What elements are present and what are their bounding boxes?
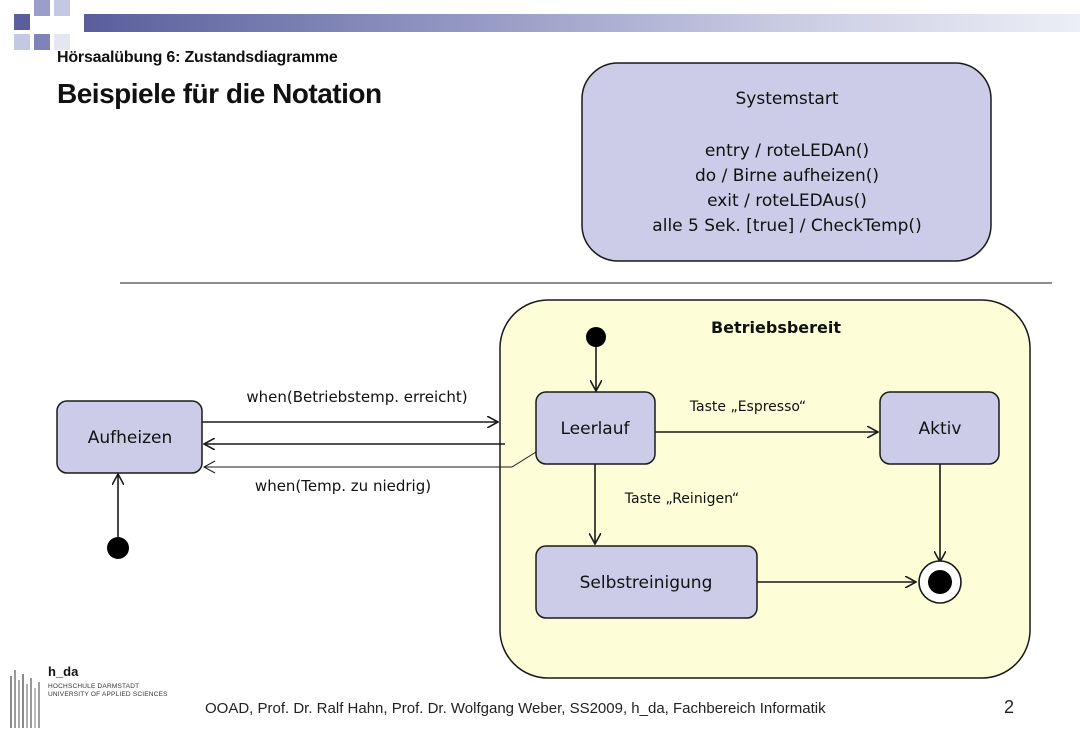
initial-node-outer [107,537,129,559]
transition-label-temp-niedrig: when(Temp. zu niedrig) [255,477,431,495]
state-aufheizen [56,400,203,474]
initial-node-inner [586,327,606,347]
university-logo: h_da HOCHSCHULE DARMSTADT UNIVERSITY OF … [48,664,168,699]
page-number: 2 [1004,697,1015,717]
state-systemstart-activity: alle 5 Sek. [true] / CheckTemp() [652,216,921,236]
slide-title: Beispiele für die Notation [57,78,382,109]
state-systemstart-name: Systemstart [736,89,839,109]
composite-state-name: Betriebsbereit [711,318,841,337]
header-square [54,0,70,16]
logo-line2: UNIVERSITY OF APPLIED SCIENCES [48,691,168,698]
header-square [54,34,70,50]
transition-leerlauf-aufheizen-line [204,451,537,468]
final-node-core [928,570,952,594]
state-aufheizen-label: Aufheizen [88,428,173,448]
transition-label-reinigen: Taste „Reinigen“ [624,491,739,507]
logo-stripes [10,670,40,728]
slide-subtitle: Hörsaalübung 6: Zustandsdiagramme [57,49,338,66]
header-square [14,34,30,50]
state-aktiv-label: Aktiv [919,419,962,439]
transition-label-betriebstemp: when(Betriebstemp. erreicht) [246,388,467,406]
footer-text: OOAD, Prof. Dr. Ralf Hahn, Prof. Dr. Wol… [205,700,826,717]
composite-state-betriebsbereit [499,299,1031,679]
state-systemstart [581,62,992,262]
state-systemstart-activity: entry / roteLEDAn() [705,141,869,161]
state-leerlauf-label: Leerlauf [561,419,631,439]
header-square [14,14,30,30]
transition-label-espresso: Taste „Espresso“ [689,399,806,415]
state-systemstart-activity: exit / roteLEDAus() [707,191,867,211]
logo-line1: HOCHSCHULE DARMSTADT [48,683,140,690]
header-gradient-bar [84,14,1080,32]
logo-mark: h_da [48,664,79,679]
header-square [34,34,50,50]
transition-leerlauf-aufheizen-arrowhead [202,460,216,474]
state-systemstart-activity: do / Birne aufheizen() [695,166,879,186]
header-square [34,0,50,16]
state-selbstreinigung-label: Selbstreinigung [580,573,713,593]
